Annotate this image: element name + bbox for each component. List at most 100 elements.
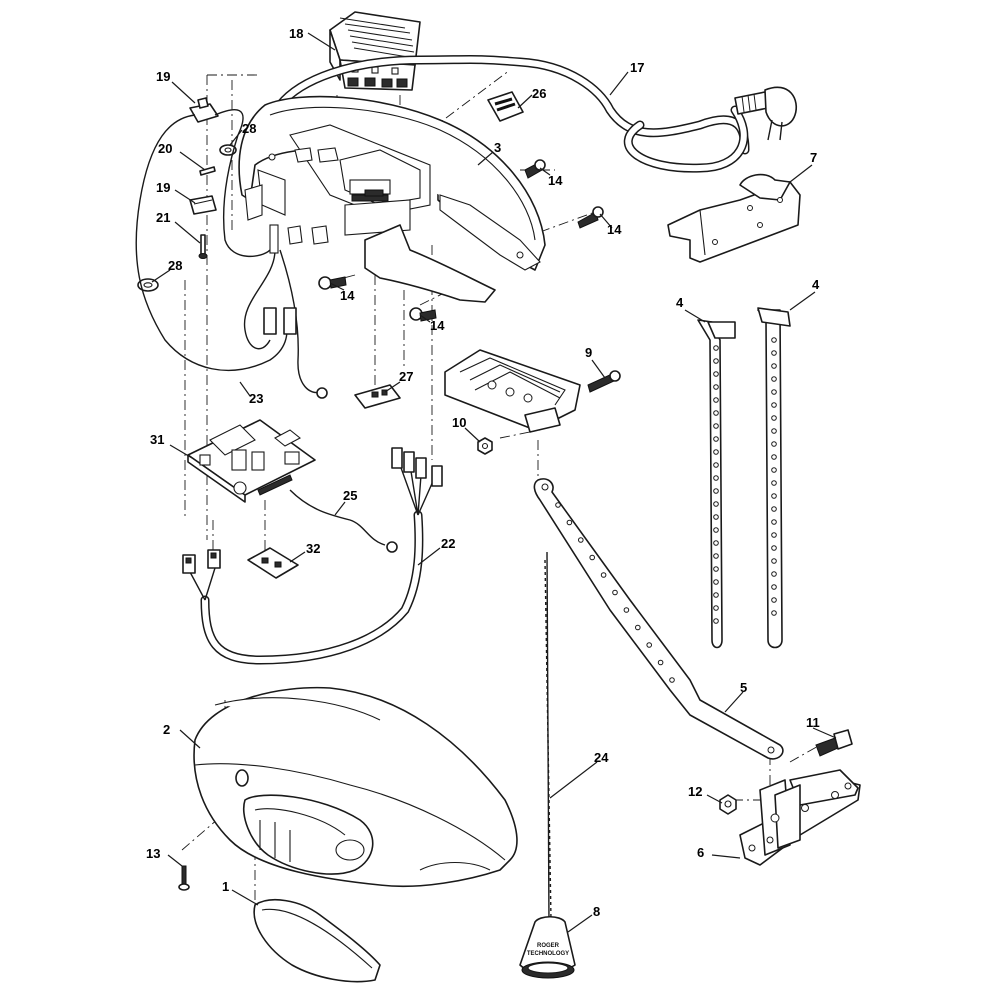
strap-hole (771, 545, 777, 551)
strap-hole (713, 449, 719, 455)
part-18-transformer (329, 11, 421, 91)
callout-leaders (151, 32, 837, 933)
strap-hole (713, 371, 719, 377)
callout-28-low: 28 (168, 258, 182, 273)
part-22-motor-cable (182, 447, 443, 665)
strap-hole (771, 376, 777, 382)
plate-slider-bracket (444, 349, 581, 433)
callout-8: 8 (593, 904, 600, 919)
part-11-bolt (815, 729, 853, 757)
callout-17: 17 (630, 60, 644, 75)
strap-hole (771, 363, 777, 369)
strap-hole (771, 350, 777, 356)
callout-12: 12 (688, 784, 702, 799)
strap-hole (713, 423, 719, 429)
part-6-door-bracket (739, 769, 861, 866)
strap-hole (771, 493, 777, 499)
callout-27: 27 (399, 369, 413, 384)
part-3-chassis (238, 95, 546, 303)
arm-hole (635, 624, 641, 631)
arm-hole (612, 589, 618, 596)
callout-14-d: 14 (430, 318, 445, 333)
callout-19-top: 19 (156, 69, 170, 84)
strap-hole (713, 527, 719, 533)
strap-hole (713, 384, 719, 390)
strap-hole (713, 501, 719, 507)
strap-hole (713, 592, 719, 598)
part-14-screw-d (409, 307, 437, 322)
callout-19-mid: 19 (156, 180, 170, 195)
strap-hole (771, 584, 777, 590)
strap-holes (713, 337, 777, 624)
strap-hole (713, 345, 719, 351)
part-17-power-cable (275, 55, 797, 173)
part-19-connector-mid (189, 195, 217, 215)
strap-hole (771, 454, 777, 460)
callout-13: 13 (146, 846, 160, 861)
strap-hole (713, 605, 719, 611)
arm-hole (555, 502, 561, 508)
strap-hole (771, 597, 777, 603)
callout-1: 1 (222, 879, 229, 894)
strap-hole (713, 540, 719, 546)
callout-3: 3 (494, 140, 501, 155)
strap-hole (713, 553, 719, 559)
part-14-screw-b (577, 206, 604, 229)
part-28-grommet-top (219, 144, 237, 156)
part-8-antenna: ROGER TECHNOLOGY (519, 915, 576, 979)
strap-hole (771, 532, 777, 538)
strap-hole (771, 467, 777, 473)
part-31-control-board (187, 419, 316, 503)
strap-hole (713, 358, 719, 364)
callout-2: 2 (163, 722, 170, 737)
callout-6: 6 (697, 845, 704, 860)
strap-hole (713, 579, 719, 585)
part-12-nut (719, 794, 737, 815)
callout-10: 10 (452, 415, 466, 430)
strap-hole (771, 480, 777, 486)
strap-hole (771, 441, 777, 447)
part-25-earth-wire (289, 489, 398, 553)
strap-hole (771, 506, 777, 512)
strap-hole (713, 410, 719, 416)
callout-22: 22 (441, 536, 455, 551)
callout-9: 9 (585, 345, 592, 360)
callout-31: 31 (150, 432, 164, 447)
part-10-nut (477, 437, 493, 455)
callout-5: 5 (740, 680, 747, 695)
strap-hole (771, 571, 777, 577)
part-2-cover (193, 686, 518, 888)
callout-28-top: 28 (242, 121, 256, 136)
part-26-label (487, 91, 524, 122)
strap-hole (771, 337, 777, 343)
strap-hole (713, 462, 719, 468)
strap-hole (713, 514, 719, 520)
callout-numbers: 18 19 28 26 17 3 20 14 7 19 21 14 28 14 … (146, 26, 820, 919)
arm-hole (646, 642, 653, 648)
arm-holes (555, 502, 675, 683)
part-4-strap-right (757, 307, 791, 649)
callout-14-c: 14 (340, 288, 355, 303)
part-7-bracket (667, 173, 801, 263)
strap-hole (771, 389, 777, 395)
callout-4-left: 4 (676, 295, 684, 310)
part-19-connector-top (189, 97, 219, 123)
callout-32: 32 (306, 541, 320, 556)
part-21-screw (198, 234, 208, 259)
strap-hole (771, 610, 777, 616)
callout-18: 18 (289, 26, 303, 41)
strap-hole (713, 397, 719, 403)
strap-hole (771, 415, 777, 421)
callout-7: 7 (810, 150, 817, 165)
strap-hole (771, 558, 777, 564)
part-32-terminal-board (247, 547, 299, 579)
callout-25: 25 (343, 488, 357, 503)
strap-hole (771, 402, 777, 408)
antenna-brand-text: ROGER (537, 943, 560, 949)
arm-hole (600, 572, 607, 578)
part-9-screw (587, 370, 621, 393)
part-27-board (354, 384, 401, 409)
callout-14-a: 14 (548, 173, 563, 188)
strap-hole (713, 566, 719, 572)
